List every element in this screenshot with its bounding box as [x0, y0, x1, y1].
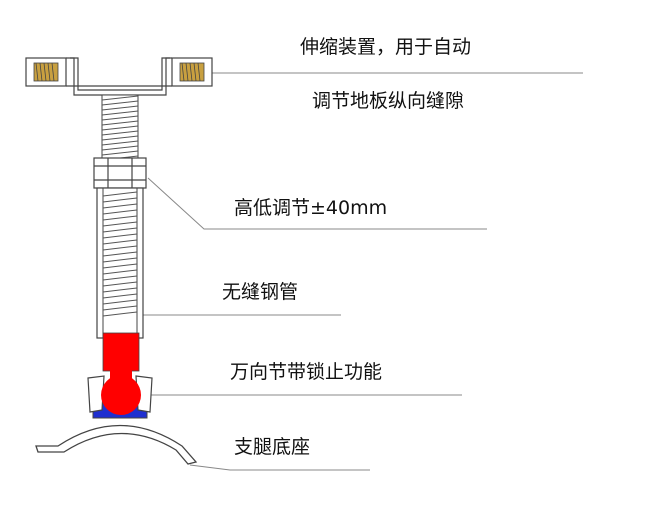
universal-joint: [87, 368, 153, 419]
seamless-tube: [96, 187, 144, 339]
left-spring-bolt: [33, 62, 59, 82]
right-spring-bolt: [179, 62, 205, 82]
label-universal-joint: 万向节带锁止功能: [230, 361, 383, 383]
red-ball: [101, 375, 141, 415]
leader-lines: [138, 72, 583, 471]
label-telescopic-line2: 调节地板纵向缝隙: [312, 90, 465, 112]
thread-lines-top: [101, 95, 139, 161]
socket-cup-left: [87, 375, 105, 413]
base-foot: [35, 424, 198, 465]
bracket-channel: [66, 57, 172, 91]
label-height-adjust: 高低调节±40mm: [234, 197, 388, 219]
thread-lines-inner: [102, 191, 138, 317]
label-seamless-tube: 无缝钢管: [222, 281, 299, 303]
label-base: 支腿底座: [234, 436, 311, 458]
threaded-screw: [101, 94, 139, 166]
label-telescopic-line1: 伸缩装置，用于自动: [300, 36, 472, 58]
leader-base: [189, 464, 370, 471]
lock-nut: [93, 157, 147, 189]
red-plug: [102, 332, 140, 372]
leader-height-adjust: [147, 177, 487, 230]
